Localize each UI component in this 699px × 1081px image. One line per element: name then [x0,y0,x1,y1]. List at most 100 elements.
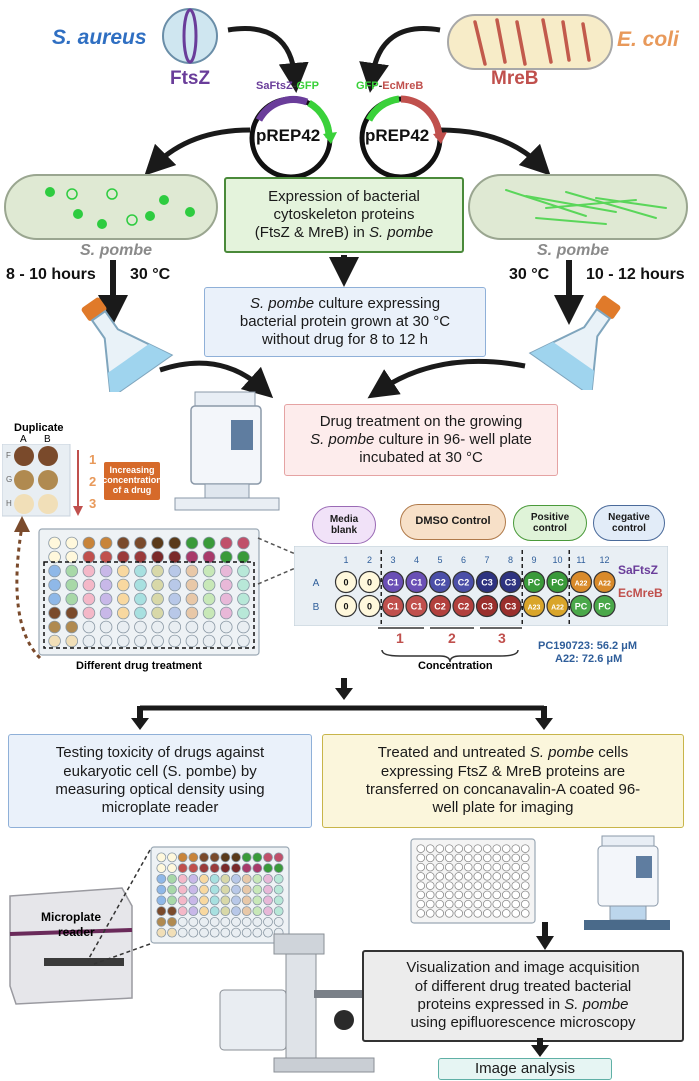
plate-well [65,564,79,578]
s-pombe-left-cell-icon [4,174,218,240]
microscope-icon [219,933,375,1073]
plate-well [202,634,216,648]
plate-well [99,592,113,606]
plate-well [425,909,435,918]
plate-96-white [410,838,536,924]
plate-well [151,634,164,648]
strip-col-number: 4 [414,555,419,565]
plate-well [482,890,492,900]
plate-well [444,909,454,918]
plate-well [48,592,61,606]
culture-line-2: bacterial protein grown at 30 °C [239,312,451,330]
strip-well-label: C3 [505,578,517,588]
strip-well-a [358,570,381,594]
plate-well [209,927,220,938]
plate-well [231,916,241,927]
plate-well [435,899,445,909]
plate-96-left [38,528,260,656]
drug-line-2: S. pombe culture in 96- well plate [310,430,532,448]
plate-well [202,564,216,578]
plate-well [151,620,164,634]
plate-well [151,536,164,550]
plate-well [463,899,473,909]
strip-row-b: B [313,602,320,613]
plate-well [252,863,263,874]
strip-well-b [522,594,546,618]
strip-well-label: PC [551,578,564,588]
plate-well [425,844,435,853]
plate-caption: Different drug treatment [76,660,202,672]
plate-well [202,606,216,620]
plate-well [199,916,209,927]
plate-well [168,536,182,550]
strip-well-label: 0 [343,578,348,588]
plate-well [209,916,220,927]
s-pombe-right-cell-icon [468,174,688,240]
strip-well-label: C3 [505,602,517,612]
legend-dmso: DMSO Control [400,504,506,540]
strip-well-label: A22 [598,581,611,588]
duplicate-row-g: G [6,475,13,484]
plate-well [237,564,250,578]
duplicate-wells [2,444,71,517]
strip-well-label: PC [598,602,611,612]
strip-well-label: 0 [367,578,372,588]
plate-well [156,873,167,884]
plate-well [454,844,464,853]
drug-line-1: Drug treatment on the growing [319,412,523,430]
increasing-arrow [73,450,83,516]
strip-well-label: A22 [575,581,588,588]
strip-well-label: 0 [343,602,348,612]
plate-well [48,634,61,648]
strip-well-b [428,594,452,618]
plate-well [116,620,130,634]
plate-well [177,873,188,884]
plate-well [220,863,231,874]
plate-96-small [150,846,290,944]
culture-line-1: S. pombe culture expressing [249,294,441,312]
plate-well [273,852,284,863]
plate-well [241,906,252,917]
plate-well [219,592,233,606]
plate-well [263,863,273,874]
plate-well [177,884,188,895]
plate-well [241,852,252,863]
duplicate-title: Duplicate [14,422,64,434]
plate-well [463,853,473,863]
left-growth-temp: 30 °C [130,266,171,283]
plate-well [435,862,445,872]
plate-well [482,853,492,863]
plate-well [134,578,147,592]
plate-well [134,550,147,564]
plate-well [463,872,473,881]
plate-well [134,634,147,648]
strip-well-a [522,570,546,594]
plate-well [454,862,464,872]
plate-well [82,620,96,634]
strip-well-b [358,594,381,618]
plate-well [416,872,426,881]
plate-well [444,899,454,909]
plate-well [188,863,199,874]
plate-well [220,895,231,906]
plate-well [463,844,473,853]
strip-well-b [546,594,569,618]
plate-well [116,536,130,550]
plate-well [65,634,79,648]
plate-well [220,884,231,895]
plate-well [188,906,199,917]
imaging-arrow [536,922,554,950]
expression-line-2: cytoskeleton proteins [273,205,415,223]
plate-well [99,606,113,620]
plate-well [492,909,502,918]
plate-well [501,862,511,872]
strip-well-label: C1 [411,578,423,588]
plate-well [65,592,79,606]
strip-well-label: C2 [434,602,446,612]
plate-well [435,853,445,863]
plate-well [241,873,252,884]
plate-well [151,592,164,606]
concentration-brace [378,627,522,663]
